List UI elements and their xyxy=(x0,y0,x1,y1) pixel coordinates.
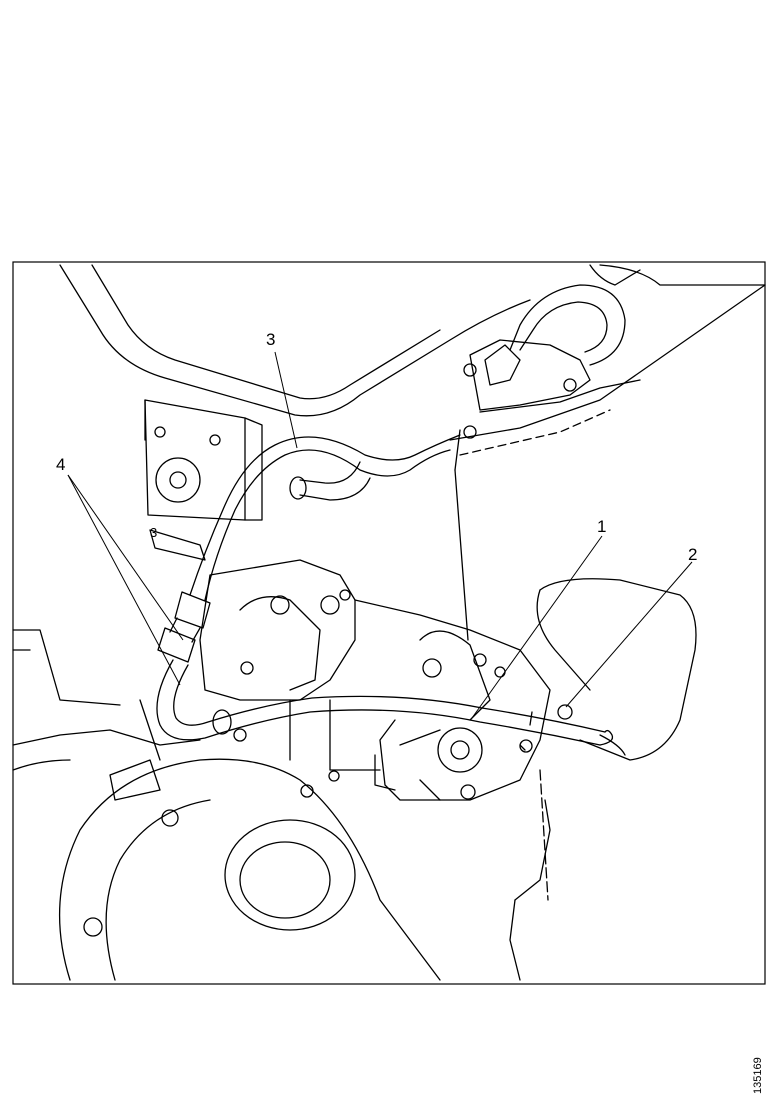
reference-code-text: 135169 xyxy=(752,1057,764,1094)
pipe-connector-4 xyxy=(157,591,211,663)
leader-1 xyxy=(471,535,603,719)
callout-2: 2 xyxy=(688,545,697,564)
upper-fitting xyxy=(449,284,766,456)
callout-4: 4 xyxy=(56,455,65,474)
leader-4 xyxy=(67,474,184,641)
pipe-1 xyxy=(156,659,614,753)
leader-lines xyxy=(67,351,693,719)
leader-4-extension xyxy=(67,474,181,686)
leader-2 xyxy=(565,561,693,708)
callout-3: 3 xyxy=(266,330,275,349)
hidden-lines xyxy=(454,469,549,901)
pump-body xyxy=(199,559,551,801)
drawing-frame xyxy=(12,261,766,985)
leader-3 xyxy=(274,351,298,449)
callout-3-secondary: 3 xyxy=(150,525,157,540)
pipe-3 xyxy=(189,429,461,601)
reference-code: 135169 xyxy=(752,1048,766,1094)
callout-1: 1 xyxy=(597,517,606,536)
engine-block-upper xyxy=(59,264,766,417)
filter-housing xyxy=(536,578,697,761)
left-bracket xyxy=(144,399,263,561)
engine-casing-lower xyxy=(12,629,551,981)
